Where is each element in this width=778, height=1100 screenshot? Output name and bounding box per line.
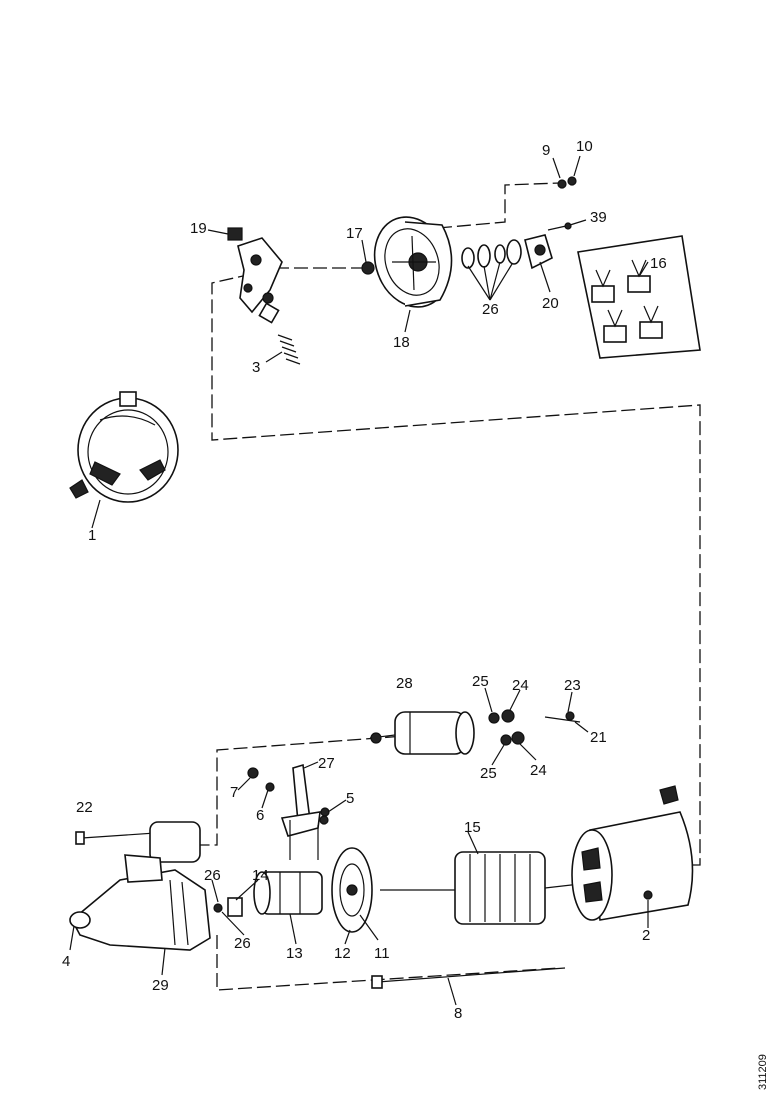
screw-39: [547, 222, 572, 231]
label-26-top: 26: [482, 301, 499, 318]
brush-holder-assembly: [227, 227, 283, 324]
washer-26-drive: [213, 903, 223, 913]
label-25-bottom: 25: [480, 765, 497, 782]
field-frame: [571, 785, 694, 921]
fastener-17: [361, 261, 375, 275]
solenoid: [369, 711, 475, 755]
washer-6: [265, 782, 275, 792]
armature: [380, 851, 581, 925]
label-11: 11: [374, 945, 390, 962]
label-26-drive-lower: 26: [234, 935, 251, 952]
label-16: 16: [650, 255, 667, 272]
label-3: 3: [252, 359, 260, 376]
document-number: 311209: [757, 1054, 769, 1090]
label-18: 18: [393, 334, 410, 351]
label-28: 28: [396, 675, 413, 692]
intermediate-disc: [331, 847, 373, 933]
nut-24-bottom: [511, 731, 525, 745]
label-8: 8: [454, 1005, 462, 1022]
washer-10: [567, 176, 577, 186]
label-27: 27: [318, 755, 335, 772]
screw-21-23: [544, 711, 581, 723]
shift-lever: [280, 763, 329, 860]
leader-lines: [69, 155, 649, 1006]
label-21: 21: [590, 729, 607, 746]
thrust-washers: [461, 239, 522, 269]
label-19: 19: [190, 220, 207, 237]
label-20: 20: [542, 295, 559, 312]
label-10: 10: [576, 138, 593, 155]
drive-end-housing: [69, 821, 211, 951]
label-22: 22: [76, 799, 93, 816]
label-12: 12: [334, 945, 351, 962]
label-24-top: 24: [512, 677, 529, 694]
label-26-drive-upper: 26: [204, 867, 221, 884]
label-1: 1: [88, 527, 96, 544]
label-29: 29: [152, 977, 169, 994]
label-24-bottom: 24: [530, 762, 547, 779]
end-cap: [524, 234, 553, 270]
label-9: 9: [542, 142, 550, 159]
bushing-14: [227, 897, 243, 917]
label-23: 23: [564, 677, 581, 694]
label-39: 39: [590, 209, 607, 226]
label-13: 13: [286, 945, 303, 962]
brush-holder-ring: [69, 391, 179, 503]
commutator-end-housing: [373, 216, 453, 308]
label-6: 6: [256, 807, 264, 824]
washer-25-bottom: [500, 734, 512, 746]
brush-spring: [277, 334, 301, 365]
nut-24-top: [501, 709, 515, 723]
label-7: 7: [230, 784, 238, 801]
label-15: 15: [464, 819, 481, 836]
pin-5: [320, 807, 330, 817]
nut-9: [557, 179, 567, 189]
part-labels: 1 2 3 4 5 6 7 8 9 10 11 12 13 14 15 16 1…: [62, 138, 667, 1022]
label-25-top: 25: [472, 673, 489, 690]
pinion-drive: [253, 871, 323, 915]
label-17: 17: [346, 225, 363, 242]
label-5: 5: [346, 790, 354, 807]
brush-set-panel: [577, 235, 701, 359]
label-2: 2: [642, 927, 650, 944]
label-14: 14: [252, 867, 269, 884]
label-4: 4: [62, 953, 70, 970]
washer-25-top: [488, 712, 500, 724]
nut-7: [247, 767, 259, 779]
tie-bolt-8: [371, 967, 566, 989]
